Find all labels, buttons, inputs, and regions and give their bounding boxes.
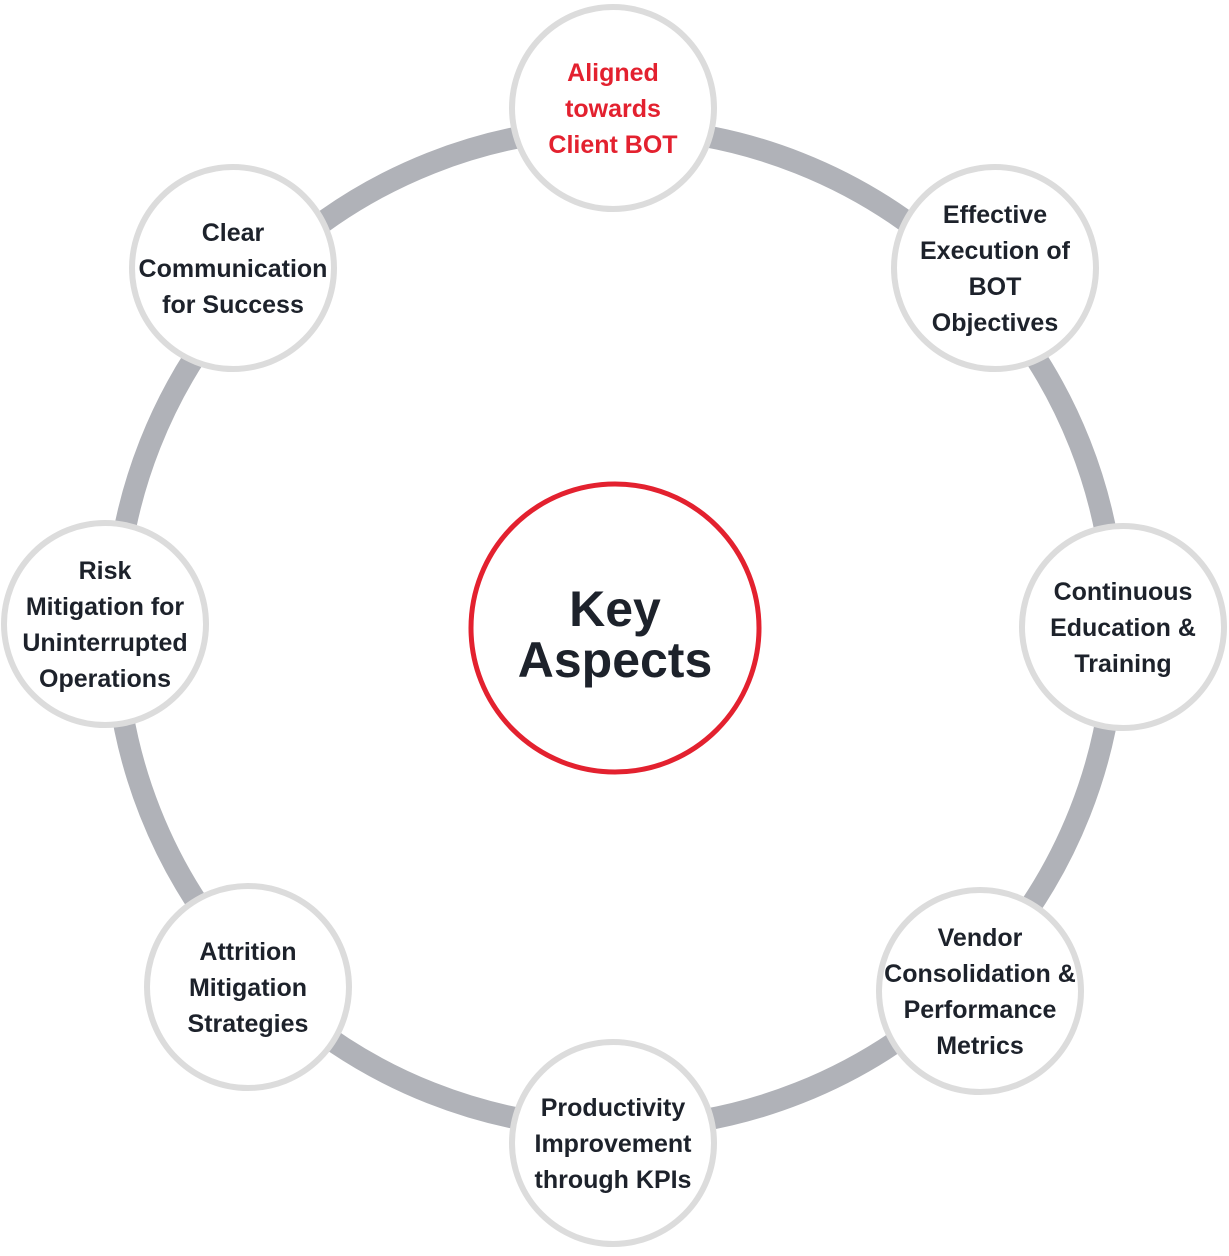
center-title-line-1: Key xyxy=(569,581,661,637)
aspect-node-label-line: Improvement xyxy=(535,1130,693,1158)
aspect-node-label-line: Metrics xyxy=(936,1032,1024,1060)
aspect-node-label-line: Client BOT xyxy=(548,131,677,159)
aspect-node-label-line: Performance xyxy=(904,996,1057,1024)
aspect-node-label-line: Risk xyxy=(79,557,132,585)
center-circle xyxy=(468,481,762,775)
aspect-node-circle xyxy=(509,4,717,212)
aspect-node-label-line: BOT xyxy=(969,273,1022,301)
aspect-node-circle xyxy=(1019,523,1227,731)
center-node: Key Aspects xyxy=(468,481,762,775)
aspect-node-label-line: Objectives xyxy=(932,309,1058,337)
aspect-node-circle xyxy=(144,883,352,1091)
aspect-node-circle xyxy=(129,164,337,372)
aspect-node-label-line: Clear xyxy=(202,219,265,247)
aspect-node-label-line: Mitigation for xyxy=(26,593,185,621)
aspect-node-label-line: Continuous xyxy=(1054,578,1193,606)
aspect-node-label-line: Effective xyxy=(943,201,1047,229)
aspect-node-label-line: Attrition xyxy=(199,938,296,966)
aspect-node-label-line: Communication xyxy=(139,255,328,283)
aspect-node-label-line: Operations xyxy=(39,665,171,693)
center-title-line-2: Aspects xyxy=(518,632,713,688)
aspect-node-circle xyxy=(876,887,1084,1095)
aspect-node-label-line: Consolidation & xyxy=(884,960,1076,988)
aspect-node-label-line: Training xyxy=(1074,650,1171,678)
aspect-node-label-line: Strategies xyxy=(188,1010,309,1038)
aspect-node-label-line: Aligned xyxy=(567,59,659,87)
aspect-node-label-line: Education & xyxy=(1050,614,1196,642)
aspect-node-circle xyxy=(1,520,209,728)
aspect-node-label-line: Execution of xyxy=(920,237,1071,265)
aspect-node-label-line: for Success xyxy=(162,291,304,319)
aspect-node-circle xyxy=(891,164,1099,372)
aspect-node-label-line: Mitigation xyxy=(189,974,307,1002)
aspect-node-label-line: through KPIs xyxy=(535,1166,692,1194)
aspect-node-label-line: Uninterrupted xyxy=(22,629,187,657)
aspect-node-label-line: Vendor xyxy=(938,924,1023,952)
aspect-node-label-line: towards xyxy=(565,95,661,123)
aspect-node-label-line: Productivity xyxy=(541,1094,686,1122)
aspect-node-circle xyxy=(509,1039,717,1247)
